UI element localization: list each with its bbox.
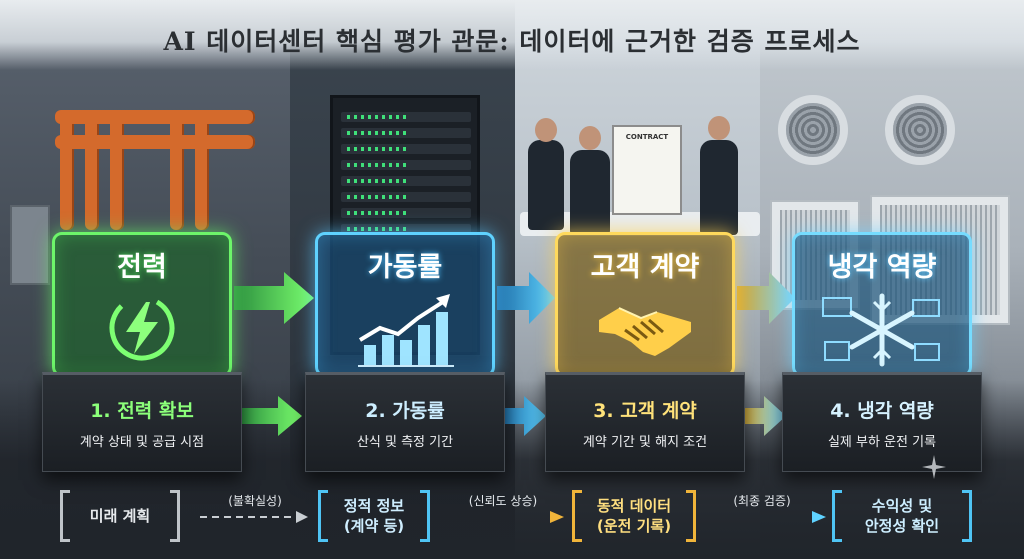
ventilation-fan [885,95,955,165]
contract-document: CONTRACT [612,125,682,215]
dashed-arrow-right-icon [200,511,308,523]
flow-stage-line: 정적 정보 [343,497,405,515]
power-cable [195,110,209,230]
arrow-right-icon [234,272,314,324]
server-unit [341,208,471,218]
power-cable [170,110,184,230]
handshake-icon [599,307,691,356]
card-customer-contract: 고객 계약 [555,232,735,377]
person-head [708,116,730,140]
bracket-left [60,490,70,542]
arrow-right-icon [442,511,564,523]
flow-stage-future-plan: 미래 계획 [60,490,180,542]
card-power: 전력 [52,232,232,377]
flow-stage-line: 수익성 및 [871,497,933,515]
power-cable [110,110,124,230]
electrical-panel [10,205,50,285]
power-cable [60,110,74,230]
power-cable [55,110,255,124]
step-cooling-capacity: 4. 냉각 역량 실제 부하 운전 기록 [782,372,982,472]
ventilation-fan [778,95,848,165]
flow-transition-label: (불확실성) [228,494,282,508]
server-unit [341,192,471,202]
bracket-right [686,490,696,542]
power-cable [55,135,255,149]
snowflake-icon [822,293,940,367]
step-subtitle: 계약 기간 및 해지 조건 [582,435,708,450]
sparkle-icon [922,455,946,479]
flow-transition-label: (최종 검증) [733,494,791,508]
flow-stage-dynamic-data: 동적 데이터 (운전 기록) [572,490,696,542]
server-unit [341,176,471,186]
arrow-right-icon [737,272,795,324]
arrow-right-icon [240,396,302,436]
lightning-bolt-icon [109,295,175,361]
card-utilization: 가동률 [315,232,495,377]
bracket-left [572,490,582,542]
step-customer-contract: 3. 고객 계약 계약 기간 및 해지 조건 [545,372,745,472]
server-unit [341,112,471,122]
flow-stage-line: (계약 등) [343,517,405,535]
flow-stage-line: 동적 데이터 [596,497,672,515]
bracket-right [962,490,972,542]
step-subtitle: 계약 상태 및 공급 시점 [79,435,205,450]
step-subtitle: 실제 부하 운전 기록 [827,435,937,450]
step-utilization: 2. 가동률 산식 및 측정 기간 [305,372,505,472]
flow-stage-static-info: 정적 정보 (계약 등) [318,490,430,542]
bracket-right [170,490,180,542]
step-title: 2. 가동률 [365,400,445,422]
bracket-left [832,490,842,542]
power-cable [85,110,99,230]
arrow-right-icon [742,396,786,436]
flow-stage-line: 미래 계획 [89,507,151,525]
flow-transition-label: (신뢰도 상승) [468,494,538,508]
arrow-right-icon [497,272,555,324]
server-unit [341,160,471,170]
step-title: 4. 냉각 역량 [830,400,934,422]
arrow-right-icon [706,511,826,523]
person-head [535,118,557,142]
card-label: 전력 [117,252,167,283]
server-unit [341,224,471,234]
person-silhouette [700,140,738,235]
flow-stage-line: 안정성 확인 [864,517,940,535]
server-unit [341,128,471,138]
title-backdrop [0,0,1024,70]
bracket-left [318,490,328,542]
person-head [579,126,601,150]
flow-stage-profitability-check: 수익성 및 안정성 확인 [832,490,972,542]
card-cooling-capacity: 냉각 역량 [792,232,972,377]
arrow-right-icon [502,396,546,436]
card-label: 냉각 역량 [827,252,937,283]
rising-bar-chart-icon [358,294,454,367]
card-label: 가동률 [367,252,443,283]
bracket-right [420,490,430,542]
step-power-supply: 1. 전력 확보 계약 상태 및 공급 시점 [42,372,242,472]
step-title: 3. 고객 계약 [593,400,697,422]
step-subtitle: 산식 및 측정 기간 [356,435,454,450]
card-label: 고객 계약 [590,252,700,283]
flow-stage-line: (운전 기록) [596,517,672,535]
step-title: 1. 전력 확보 [90,400,194,422]
server-unit [341,144,471,154]
person-silhouette [570,150,610,235]
page-title: AI 데이터센터 핵심 평가 관문: 데이터에 근거한 검증 프로세스 [163,27,861,56]
person-silhouette [528,140,564,230]
